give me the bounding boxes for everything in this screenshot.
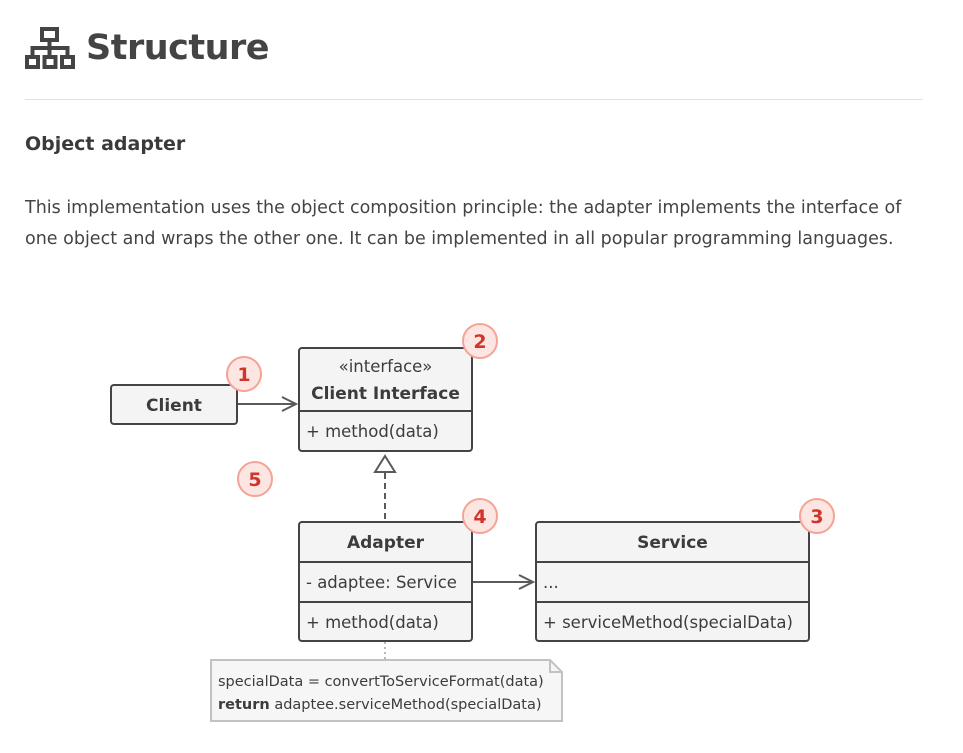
marker-2: 2 [462,323,498,359]
service-class: Service ... + serviceMethod(specialData) [535,521,810,642]
divider [25,99,923,100]
client-class: Client [110,384,238,425]
marker-5: 5 [237,461,273,497]
marker-4: 4 [462,498,498,534]
note-line-2: return adaptee.serviceMethod(specialData… [218,697,542,713]
client-interface-label: Client Interface [311,384,460,404]
code-note: specialData = convertToServiceFormat(dat… [210,659,563,722]
client-label: Client [146,396,202,416]
service-method: + serviceMethod(specialData) [543,613,793,632]
realization-arrowhead [373,454,397,473]
marker-3: 3 [799,498,835,534]
adapter-label: Adapter [347,533,425,553]
marker-3-label: 3 [810,506,823,528]
description-paragraph: This implementation uses the object comp… [25,198,902,249]
marker-1-label: 1 [237,364,250,386]
service-label: Service [637,533,708,553]
adapter-field: - adaptee: Service [306,573,457,592]
marker-2-label: 2 [473,331,486,353]
client-interface-method: + method(data) [306,422,439,441]
adapter-method: + method(data) [306,613,439,632]
sitemap-icon [25,27,75,69]
adapter-class: Adapter - adaptee: Service + method(data… [298,521,473,642]
section-header: Structure [25,26,270,70]
marker-5-label: 5 [248,469,261,491]
marker-4-label: 4 [473,506,486,528]
note-return-keyword: return [218,697,270,713]
page-title: Structure [86,28,270,68]
note-line-1: specialData = convertToServiceFormat(dat… [218,674,544,690]
client-interface-class: «interface» Client Interface + method(da… [298,347,473,452]
service-field: ... [543,573,559,592]
client-interface-stereotype: «interface» [339,357,433,376]
note-line-2-rest: adaptee.serviceMethod(specialData) [270,697,542,713]
marker-1: 1 [226,356,262,392]
section-title: Object adapter [25,133,186,155]
